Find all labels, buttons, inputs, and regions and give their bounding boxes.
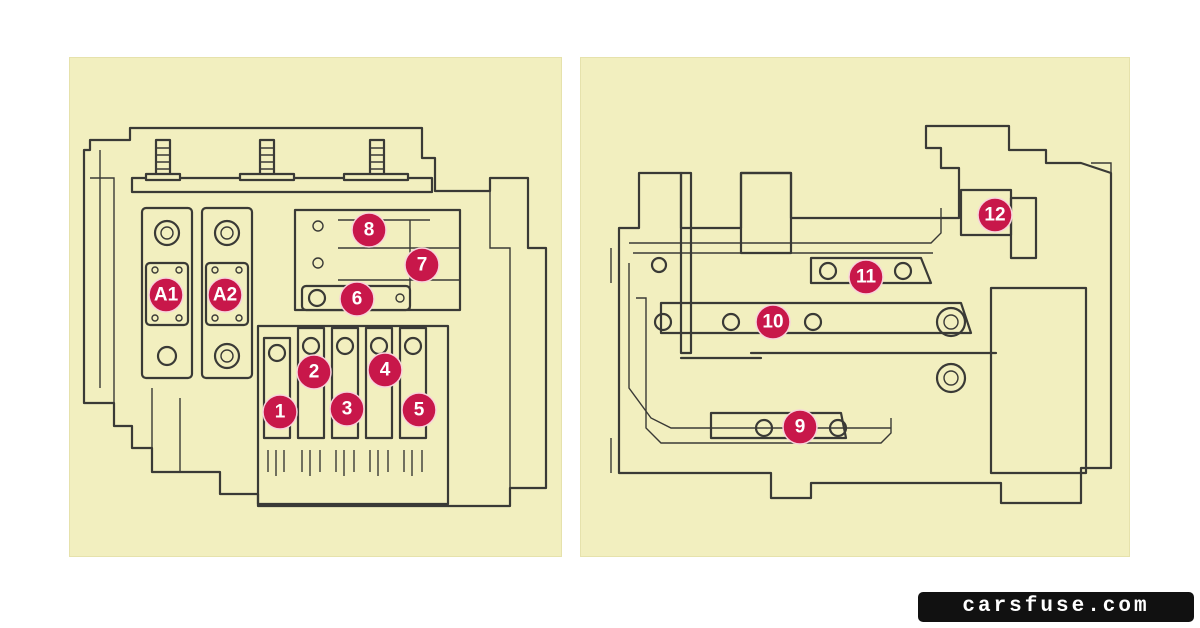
fuse-badge-a1: A1	[148, 277, 184, 313]
fuse-label-a2: A2	[213, 285, 237, 306]
fuse-badge-1: 1	[262, 394, 298, 430]
fuse-label-12: 12	[984, 205, 1005, 226]
stud-right	[342, 138, 410, 182]
fuse-label-1: 1	[275, 402, 286, 423]
fuse-badge-6: 6	[339, 281, 375, 317]
fuse-label-11: 11	[856, 267, 877, 288]
fuse-box-left-drawing	[82, 126, 548, 508]
stud-middle	[238, 138, 296, 182]
fuse-box-diagram-left: A1 A2 1 2 3 4 5 6	[69, 57, 562, 557]
fuse-badge-8: 8	[351, 212, 387, 248]
fuse-badge-3: 3	[329, 391, 365, 427]
fuse-label-5: 5	[414, 400, 425, 421]
fuse-row-ribs	[267, 450, 423, 476]
relay-hole	[312, 220, 324, 232]
fuse-label-6: 6	[352, 289, 363, 310]
rail-left	[636, 297, 892, 444]
bus-vertical-left	[679, 171, 693, 355]
mount-hole	[650, 256, 668, 274]
fuse-badge-7: 7	[404, 247, 440, 283]
fuse-label-8: 8	[364, 220, 375, 241]
fuse-label-a1: A1	[154, 285, 179, 306]
relay-area-lines	[338, 219, 460, 310]
housing-right-rib	[489, 191, 511, 488]
fuse-box-diagram-right: 9 10 11 12	[580, 57, 1130, 557]
terminal-block-12-side	[1009, 196, 1038, 260]
fuse-block-a1	[140, 206, 194, 380]
relay-hole	[312, 257, 324, 269]
housing-side-ribs	[610, 162, 1112, 473]
fuse-label-2: 2	[309, 362, 320, 383]
bolt-heads	[653, 261, 913, 438]
fuse-block-a2	[200, 206, 254, 380]
fuse-labels-right: 9 10 11 12	[755, 197, 1013, 445]
fuse-badge-a2: A2	[207, 277, 243, 313]
fuse-label-3: 3	[342, 399, 353, 420]
fuse-badge-5: 5	[401, 392, 437, 428]
bus-vertical-mid	[739, 171, 793, 255]
fuse-row-housing	[256, 324, 450, 506]
fuse-badge-4: 4	[367, 352, 403, 388]
rail-top	[629, 208, 942, 244]
fuse-label-7: 7	[417, 255, 428, 276]
nut-lower	[935, 362, 967, 394]
fuse-label-4: 4	[380, 360, 391, 381]
nut-upper	[935, 306, 967, 338]
fuse-badge-2: 2	[296, 354, 332, 390]
housing-bottom-left-ribs	[151, 388, 181, 472]
relay-box-right	[989, 286, 1088, 475]
bus-bar-10	[659, 301, 973, 335]
fuse-badge-12: 12	[977, 197, 1013, 233]
fuse-badge-11: 11	[848, 259, 884, 295]
fuse-badge-10: 10	[755, 304, 791, 340]
fuse-label-9: 9	[795, 417, 806, 438]
stud-left	[144, 138, 182, 182]
fuse-badge-9: 9	[782, 409, 818, 445]
fuse-labels-left: A1 A2 1 2 3 4 5 6	[148, 212, 440, 430]
rail-left-inner	[628, 263, 891, 429]
fuse-slot-5	[398, 326, 428, 440]
bus-bar-11	[809, 256, 933, 285]
bus-bar-lower	[679, 351, 998, 360]
watermark: carsfuse.com	[918, 592, 1194, 622]
housing-left-rib	[90, 177, 115, 403]
fuse-slot-3	[330, 326, 360, 440]
fuse-label-10: 10	[762, 312, 783, 333]
fuse-slot-1	[262, 336, 292, 440]
